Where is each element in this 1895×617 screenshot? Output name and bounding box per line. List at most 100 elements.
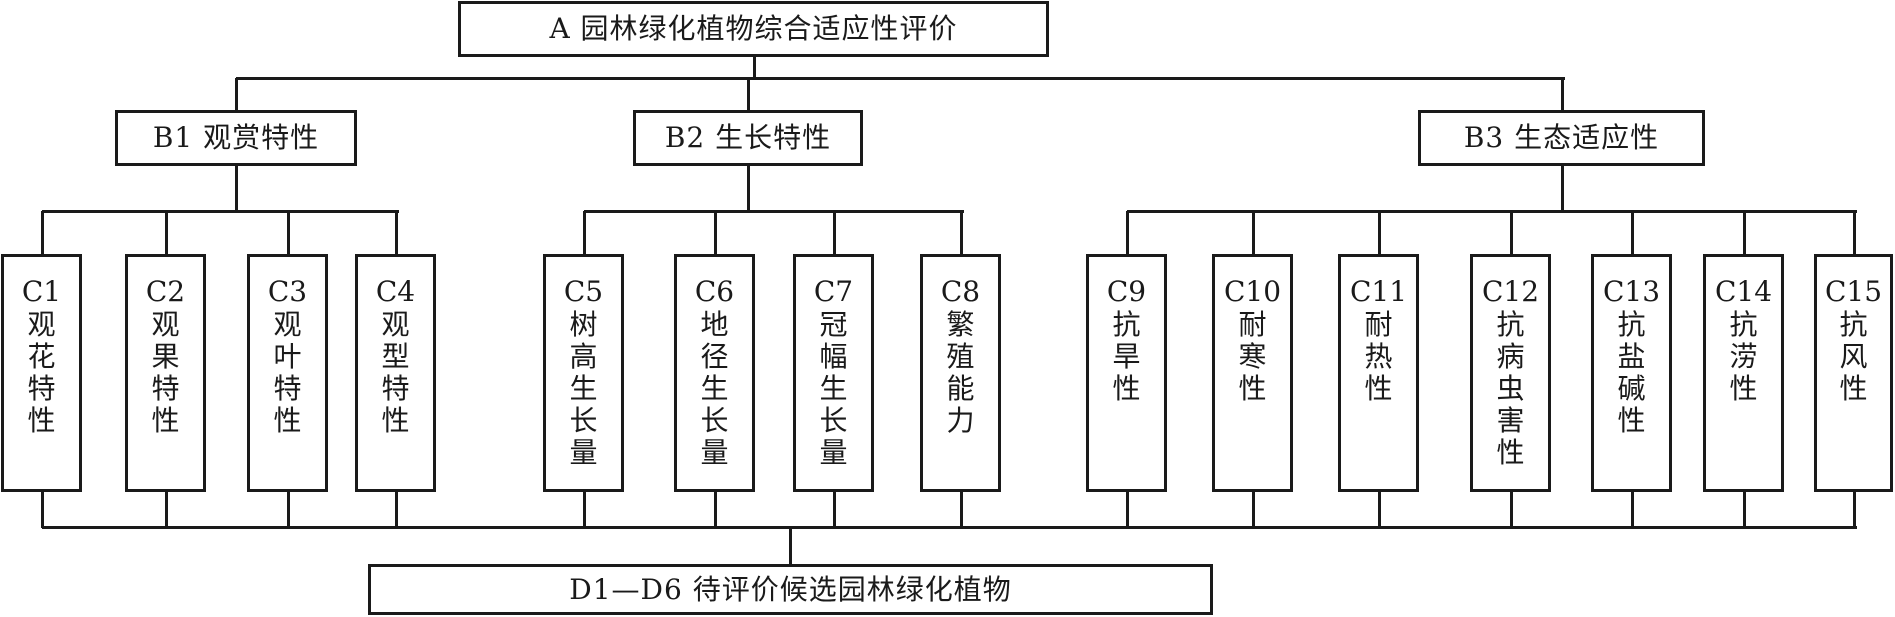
connector-from-c6 — [714, 492, 717, 528]
connector-to-c7 — [833, 211, 836, 255]
connector-from-c4 — [395, 492, 398, 528]
connector-from-c14 — [1743, 492, 1746, 528]
indicator-text: 观型特性 — [381, 308, 410, 437]
connector-to-c1 — [41, 211, 44, 255]
connector-b1-bus — [42, 210, 399, 213]
connector-from-c13 — [1631, 492, 1634, 528]
indicator-code: C15 — [1824, 275, 1883, 308]
connector-to-c3 — [287, 211, 290, 255]
indicator-text: 耐热性 — [1364, 308, 1393, 405]
connector-from-c9 — [1126, 492, 1129, 528]
connector-from-c11 — [1378, 492, 1381, 528]
indicator-text: 地径生长量 — [700, 308, 729, 469]
indicator-text: 观叶特性 — [273, 308, 302, 437]
connector-b2-down — [747, 166, 750, 212]
criterion-node-b2: B2 生长特性 — [633, 110, 863, 166]
indicator-code: C13 — [1602, 275, 1661, 308]
connector-to-c6 — [714, 211, 717, 255]
indicator-text: 抗旱性 — [1112, 308, 1141, 405]
indicator-code: C4 — [375, 275, 416, 308]
connector-to-c13 — [1631, 211, 1634, 255]
connector-from-c2 — [165, 492, 168, 528]
connector-b1-down — [235, 166, 238, 212]
indicator-code: C12 — [1481, 275, 1540, 308]
connector-to-c14 — [1743, 211, 1746, 255]
indicator-code: C14 — [1714, 275, 1773, 308]
connector-to-c10 — [1252, 211, 1255, 255]
connector-to-c15 — [1853, 211, 1856, 255]
indicator-code: C6 — [694, 275, 735, 308]
alternatives-node-d: D1—D6 待评价候选园林绿化植物 — [368, 564, 1213, 615]
connector-d-bus — [42, 526, 1857, 529]
connector-bus-to-b2 — [747, 78, 750, 111]
indicator-text: 抗病虫害性 — [1496, 308, 1525, 469]
indicator-text: 繁殖能力 — [946, 308, 975, 437]
connector-from-c3 — [287, 492, 290, 528]
connector-a-bus — [236, 77, 1565, 80]
connector-from-c7 — [833, 492, 836, 528]
goal-node-a: A 园林绿化植物综合适应性评价 — [458, 1, 1049, 57]
indicator-code: C11 — [1349, 275, 1408, 308]
criterion-node-b1: B1 观赏特性 — [115, 110, 357, 166]
connector-from-c12 — [1510, 492, 1513, 528]
indicator-text: 树高生长量 — [569, 308, 598, 469]
criterion-node-b3: B3 生态适应性 — [1418, 110, 1705, 166]
connector-from-c15 — [1853, 492, 1856, 528]
connector-to-c8 — [960, 211, 963, 255]
indicator-text: 观花特性 — [27, 308, 56, 437]
criterion-label-b2: B2 生长特性 — [664, 121, 832, 154]
connector-from-c8 — [960, 492, 963, 528]
connector-b2-bus — [584, 210, 964, 213]
connector-b3-down — [1561, 166, 1564, 212]
connector-a-down — [753, 57, 756, 79]
connector-to-c9 — [1126, 211, 1129, 255]
goal-label: A 园林绿化植物综合适应性评价 — [549, 12, 958, 45]
connector-from-c10 — [1252, 492, 1255, 528]
connector-to-c2 — [165, 211, 168, 255]
indicator-text: 抗风性 — [1839, 308, 1868, 405]
indicator-text: 观果特性 — [151, 308, 180, 437]
criterion-label-b1: B1 观赏特性 — [152, 121, 320, 154]
indicator-text: 抗涝性 — [1729, 308, 1758, 405]
criterion-label-b3: B3 生态适应性 — [1463, 121, 1660, 154]
alternatives-label: D1—D6 待评价候选园林绿化植物 — [569, 572, 1012, 606]
indicator-code: C3 — [267, 275, 308, 308]
connector-bus-to-b3 — [1561, 78, 1564, 111]
connector-to-c12 — [1510, 211, 1513, 255]
indicator-text: 耐寒性 — [1238, 308, 1267, 405]
indicator-code: C8 — [940, 275, 981, 308]
connector-from-c5 — [583, 492, 586, 528]
connector-to-c11 — [1378, 211, 1381, 255]
connector-to-c4 — [395, 211, 398, 255]
indicator-code: C1 — [21, 275, 62, 308]
indicator-code: C2 — [145, 275, 186, 308]
